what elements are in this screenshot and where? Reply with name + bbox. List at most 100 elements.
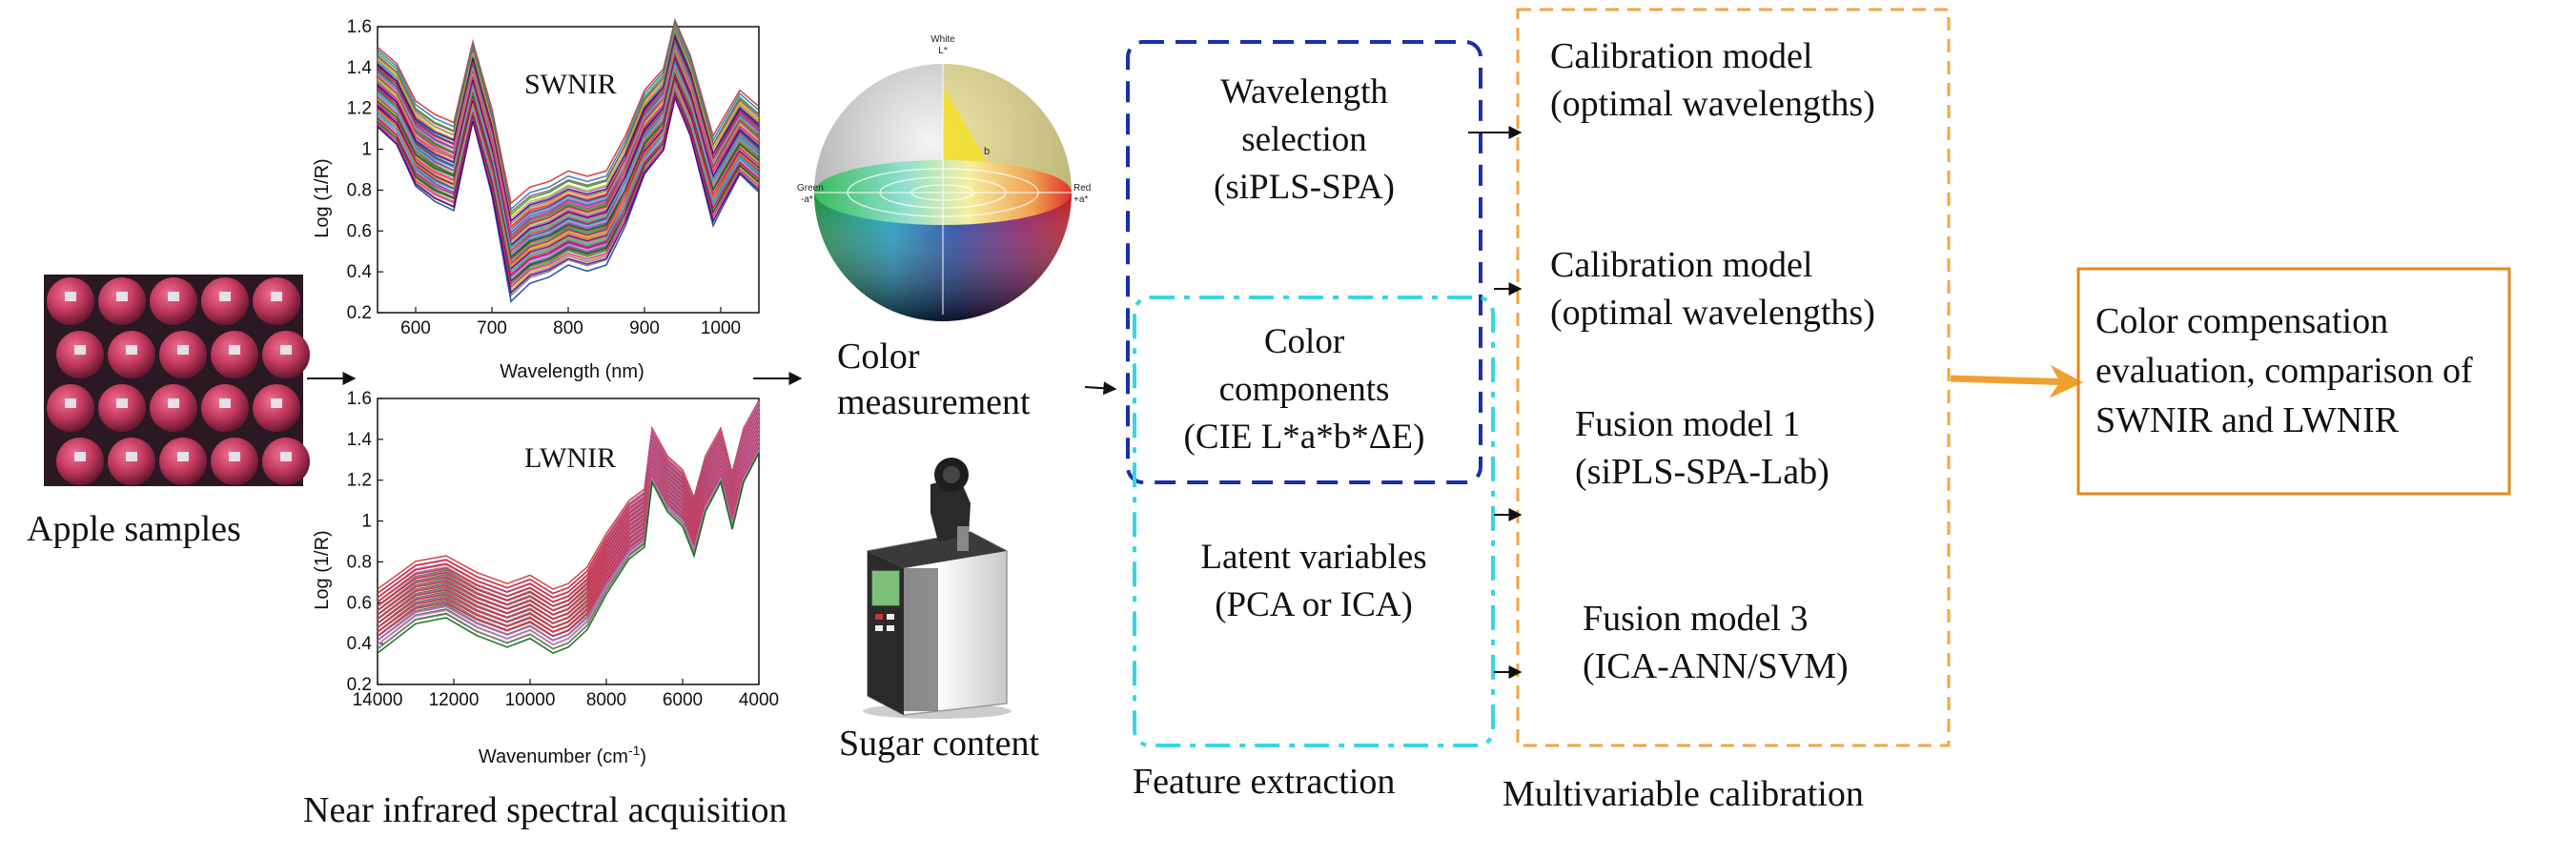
- red-a-label: Red: [1073, 183, 1091, 194]
- y-tick-label: 0.4: [347, 262, 373, 282]
- y-tick-label: 1.2: [347, 471, 372, 491]
- multivariable-calibration-dashed-box: [1516, 8, 1951, 747]
- y-tick-label: 1.2: [347, 99, 372, 119]
- y-tick-label: 0.8: [347, 552, 372, 572]
- x-tick-label: 4000: [739, 690, 779, 710]
- color-measurement-caption: Color measurement: [837, 337, 1031, 422]
- spectrum-curve: [377, 447, 760, 638]
- x-tick-label: 600: [400, 318, 431, 338]
- cie-lab-color-sphere: White L* b Green -a* Red +a*: [797, 34, 1091, 321]
- arrow-calibration-to-result: [1950, 364, 2083, 398]
- spectrum-curve: [377, 451, 760, 650]
- spectrum-curve: [377, 434, 760, 624]
- x-tick-label: 10000: [505, 690, 556, 710]
- svg-text:+a*: +a*: [1073, 194, 1088, 205]
- multivariable-calibration-caption: Multivariable calibration: [1503, 774, 1864, 814]
- spectrum-curve: [377, 95, 760, 295]
- y-tick-label: 1.4: [347, 430, 373, 450]
- refractometer-illustration: [863, 458, 1012, 719]
- spectrum-curve: [377, 73, 760, 265]
- svg-text:-a*: -a*: [801, 194, 813, 205]
- spectrum-curve: [377, 27, 760, 214]
- lwnir-label: LWNIR: [524, 442, 616, 474]
- x-tick-label: 8000: [586, 690, 626, 710]
- spectrum-curve: [377, 90, 760, 277]
- feature-extraction-caption: Feature extraction: [1133, 762, 1396, 802]
- fusion-model-3: Fusion model 3 (ICA-ANN/SVM): [1583, 599, 1849, 686]
- nir-acquisition-caption: Near infrared spectral acquisition: [303, 790, 787, 830]
- swnir-spectra-plot: 0.2 0.4 0.6 0.8 1 1.2 1.4 1.6 600 700 800 900 1000 S…: [312, 17, 760, 382]
- arrow-color-to-features: [1084, 381, 1117, 396]
- y-tick-label: 1.6: [347, 389, 372, 409]
- lwnir-ylabel: Log (1/R): [312, 530, 333, 609]
- lwnir-xlabel: Wavenumber (cm-1): [479, 743, 646, 767]
- spectrum-curve: [377, 417, 760, 607]
- fusion-model-1: Fusion model 1 (siPLS-SPA-Lab): [1575, 404, 1830, 492]
- y-tick-label: 0.6: [347, 221, 372, 241]
- result-box: [2076, 267, 2511, 496]
- spectrum-curve: [377, 55, 760, 247]
- color-components-text: Color components (CIE L*a*b*ΔE): [1183, 322, 1425, 457]
- calibration-model-2: Calibration model (optimal wavelengths): [1550, 245, 1875, 333]
- swnir-ylabel: Log (1/R): [312, 158, 333, 237]
- spectrum-curve: [377, 53, 760, 241]
- spectrum-curve: [377, 29, 760, 220]
- green-a-label: Green: [797, 183, 824, 194]
- color-latent-dashdot-box: [1133, 296, 1495, 747]
- spectrum-curve: [377, 404, 760, 595]
- spectrum-curve: [377, 63, 760, 250]
- y-tick-label: 0.8: [347, 180, 372, 200]
- spectrum-curve: [377, 45, 760, 232]
- wavelength-color-dashed-box: [1126, 40, 1482, 484]
- swnir-xlabel: Wavelength (nm): [500, 361, 644, 382]
- apple-samples-caption: Apple samples: [27, 509, 241, 549]
- sugar-content-caption: Sugar content: [839, 724, 1040, 764]
- spectrum-curve: [377, 442, 760, 633]
- x-tick-label: 700: [477, 318, 507, 338]
- result-box-text: Color compensation evaluation, compariso…: [2096, 301, 2473, 440]
- y-tick-label: 1.4: [347, 58, 373, 78]
- x-tick-label: 12000: [429, 690, 480, 710]
- spectrum-curve: [377, 47, 760, 238]
- y-tick-label: 1.6: [347, 17, 372, 37]
- spectrum-curve: [377, 452, 760, 654]
- spectrum-curve: [377, 449, 760, 646]
- x-tick-label: 6000: [663, 690, 703, 710]
- spectrum-curve: [377, 92, 760, 283]
- spectrum-curve: [377, 421, 760, 612]
- spectrum-curve: [377, 80, 760, 268]
- y-tick-label: 0.2: [347, 675, 372, 695]
- x-tick-label: 14000: [353, 690, 403, 710]
- spectrum-curve: [377, 71, 760, 259]
- x-tick-label: 1000: [701, 318, 741, 338]
- spectrum-curve: [377, 35, 760, 223]
- wavelength-selection-text: Wavelength selection (siPLS-SPA): [1214, 72, 1395, 207]
- y-tick-label: 0.2: [347, 303, 372, 323]
- swnir-label: SWNIR: [524, 69, 617, 100]
- spectrum-curve: [377, 65, 760, 256]
- spectrum-curve: [377, 83, 760, 274]
- spectrum-curve: [377, 93, 760, 289]
- apple-samples-photo: [44, 275, 310, 486]
- svg-text:L*: L*: [938, 46, 948, 56]
- spectrum-curve: [377, 37, 760, 229]
- y-tick-label: 1: [361, 140, 372, 160]
- white-l-label: White: [930, 34, 955, 45]
- spectrum-curve: [377, 19, 760, 211]
- spectrum-curve: [377, 399, 760, 590]
- latent-variables-text: Latent variables (PCA or ICA): [1200, 538, 1427, 624]
- x-tick-label: 800: [553, 318, 583, 338]
- spectrum-curve: [377, 425, 760, 616]
- spectrum-curve: [377, 17, 760, 205]
- calibration-model-1: Calibration model (optimal wavelengths): [1550, 36, 1875, 124]
- y-tick-label: 0.4: [347, 634, 373, 654]
- spectrum-curve: [377, 408, 760, 599]
- spectrum-curve: [377, 413, 760, 603]
- spectrum-curve: [377, 448, 760, 642]
- spectrum-curve: [377, 430, 760, 621]
- x-tick-label: 900: [629, 318, 660, 338]
- svg-text:b: b: [984, 146, 990, 157]
- spectrum-curve: [377, 439, 760, 629]
